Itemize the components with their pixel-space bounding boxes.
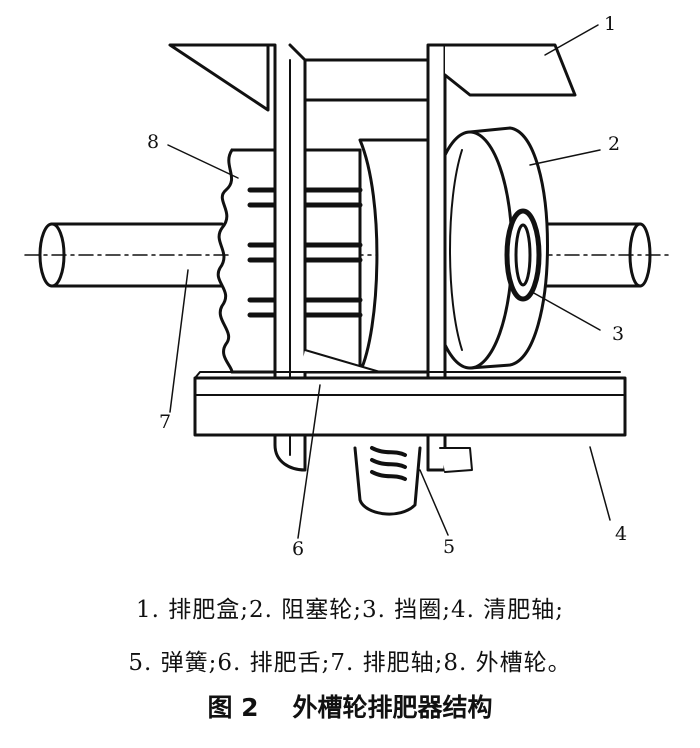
fertilizer-distributor-diagram: 1 2 3 4 5 6 7 8	[24, 13, 671, 560]
label-1: 1	[604, 13, 616, 35]
leader-lines	[167, 24, 611, 539]
label-4: 4	[615, 523, 627, 545]
clearing-shaft	[193, 371, 627, 437]
label-8: 8	[147, 131, 159, 153]
label-2: 2	[608, 133, 620, 155]
label-3: 3	[612, 323, 624, 345]
caption-line-2: 5. 弹簧;6. 排肥舌;7. 排肥轴;8. 外槽轮。	[128, 650, 572, 676]
caption-line-1: 1. 排肥盒;2. 阻塞轮;3. 挡圈;4. 清肥轴;	[135, 597, 565, 623]
label-5: 5	[443, 536, 455, 558]
discharge-tongue	[299, 349, 381, 373]
figure-title: 图 2 外槽轮排肥器结构	[0, 688, 700, 724]
retaining-ring	[504, 208, 542, 302]
figure-number: 图 2	[207, 693, 259, 722]
blocking-wheel-boss	[358, 138, 432, 374]
figure-title-text: 外槽轮排肥器结构	[292, 693, 493, 722]
fertilizer-box	[168, 43, 577, 472]
label-6: 6	[292, 538, 304, 560]
spring	[353, 446, 473, 516]
label-7: 7	[159, 411, 171, 433]
